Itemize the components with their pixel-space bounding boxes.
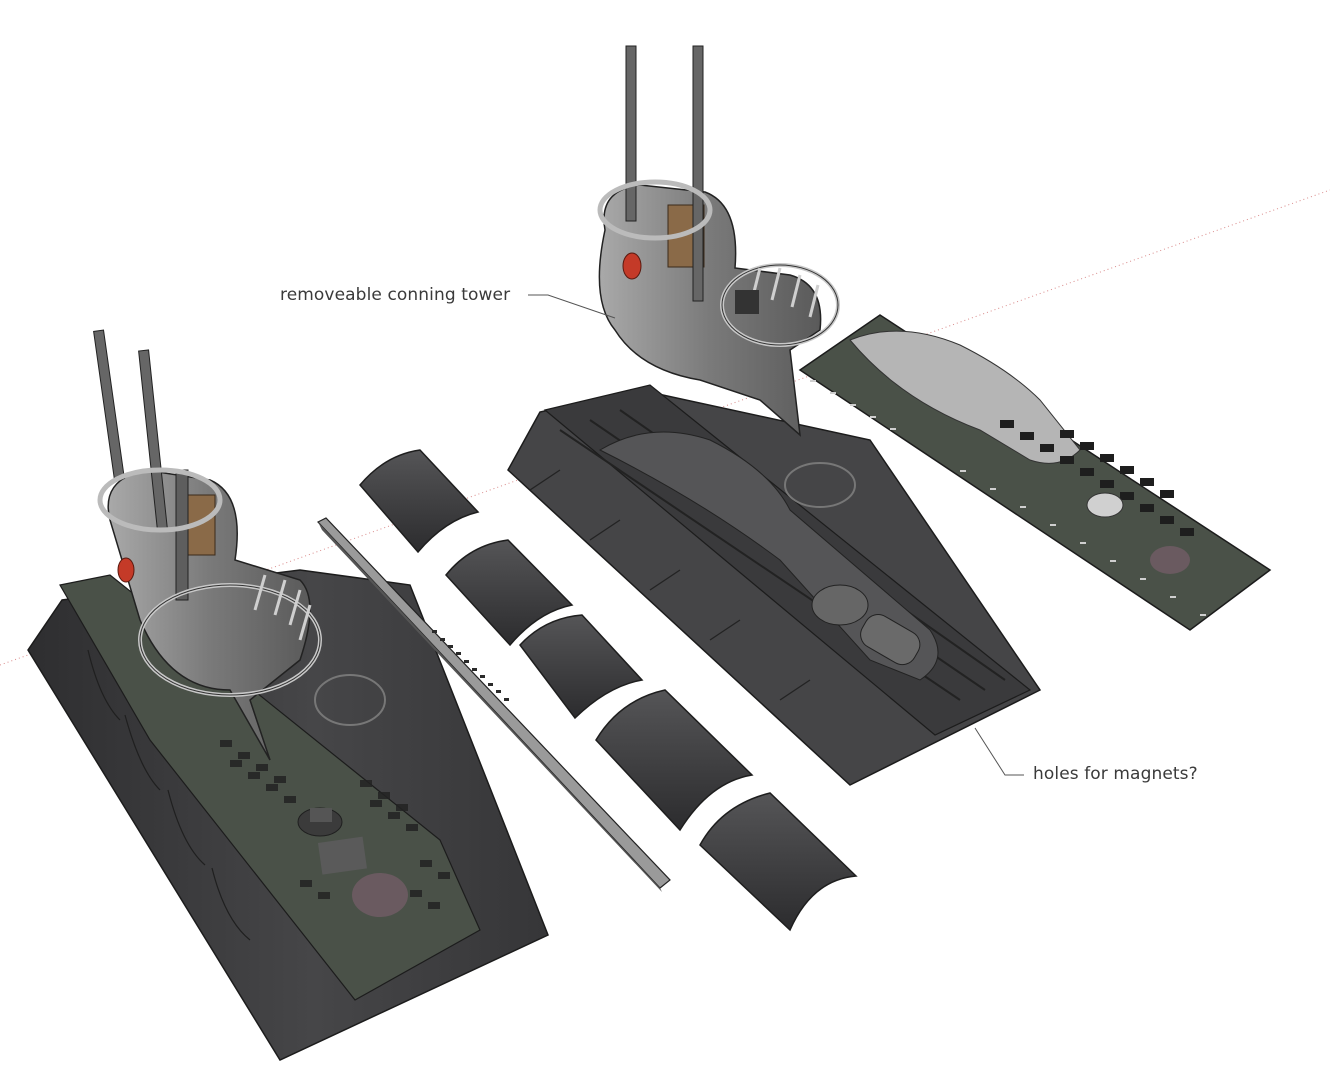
deck-strip-part <box>317 517 671 892</box>
plate-4 <box>595 689 754 832</box>
plate-1 <box>359 449 480 554</box>
periscope-b <box>692 45 704 302</box>
removed-conning-tower <box>597 45 840 437</box>
plate-3 <box>519 614 644 720</box>
plate-2 <box>445 539 574 647</box>
leader-line-magnets <box>974 727 1024 776</box>
assembled-submarine <box>27 329 549 1061</box>
saddle-tank-plates <box>359 449 858 932</box>
periscope-1 <box>93 329 125 481</box>
deck-plate-part <box>798 314 1272 631</box>
plate-5 <box>699 792 858 932</box>
annotation-magnet-holes: holes for magnets? <box>1033 764 1198 784</box>
leader-line-tower <box>528 294 616 319</box>
periscope-a <box>625 45 637 222</box>
lifebuoy <box>117 557 135 583</box>
open-hull <box>507 384 1042 786</box>
red-axis-line <box>0 189 1330 666</box>
annotation-conning-tower: removeable conning tower <box>280 285 511 305</box>
